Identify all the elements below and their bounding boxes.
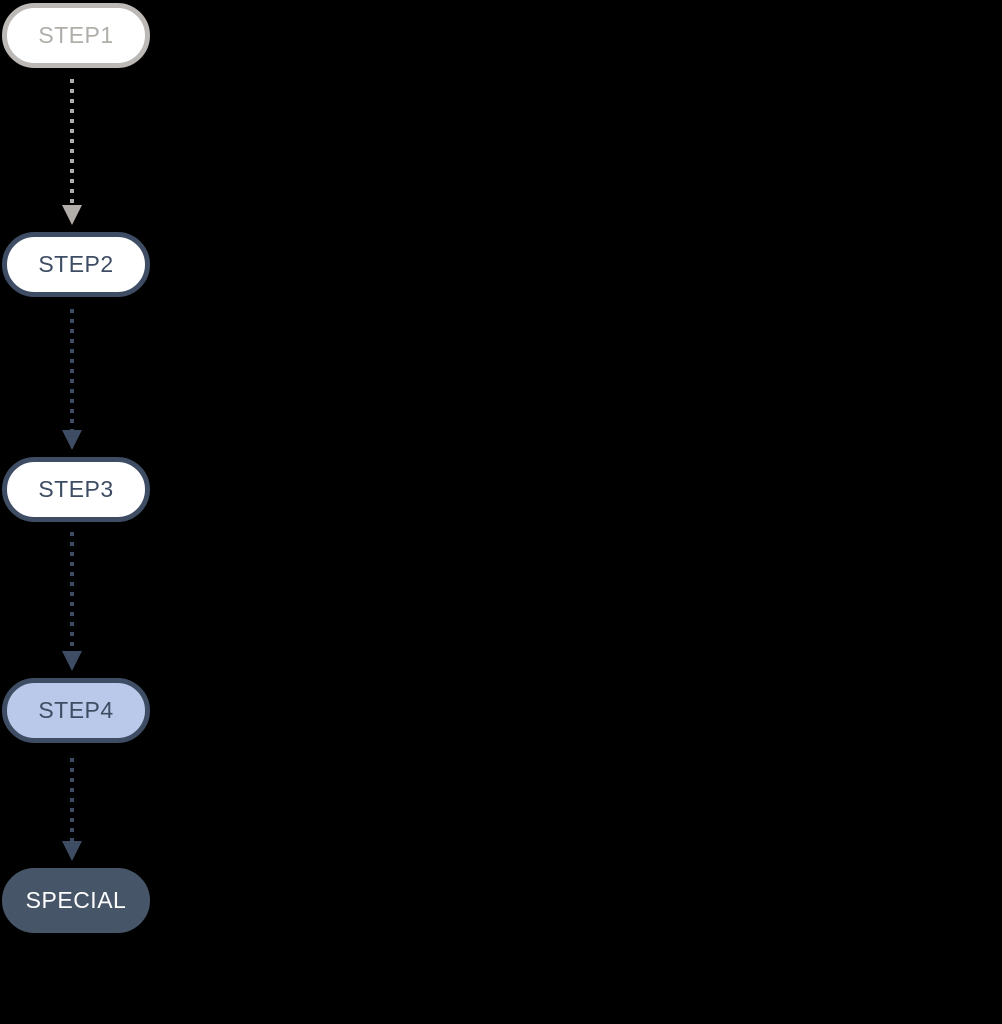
arrowhead-down-icon [62,430,82,450]
dotted-line [70,309,74,430]
flow-node-step3-label: STEP3 [38,476,114,502]
arrowhead-down-icon [62,651,82,671]
dotted-line [70,758,74,841]
flow-node-step4-label: STEP4 [38,697,114,723]
flow-node-step2-label: STEP2 [38,251,114,277]
dotted-line [70,79,74,205]
dotted-line [70,532,74,651]
flow-node-step2: STEP2 [2,232,150,297]
arrowhead-down-icon [62,205,82,225]
flow-node-step4: STEP4 [2,678,150,743]
arrowhead-down-icon [62,841,82,861]
flow-node-step1-label: STEP1 [38,22,114,48]
flow-node-step1: STEP1 [2,3,150,68]
flow-node-special: SPECIAL [2,868,150,933]
flow-node-special-label: SPECIAL [25,887,127,913]
flow-node-step3: STEP3 [2,457,150,522]
